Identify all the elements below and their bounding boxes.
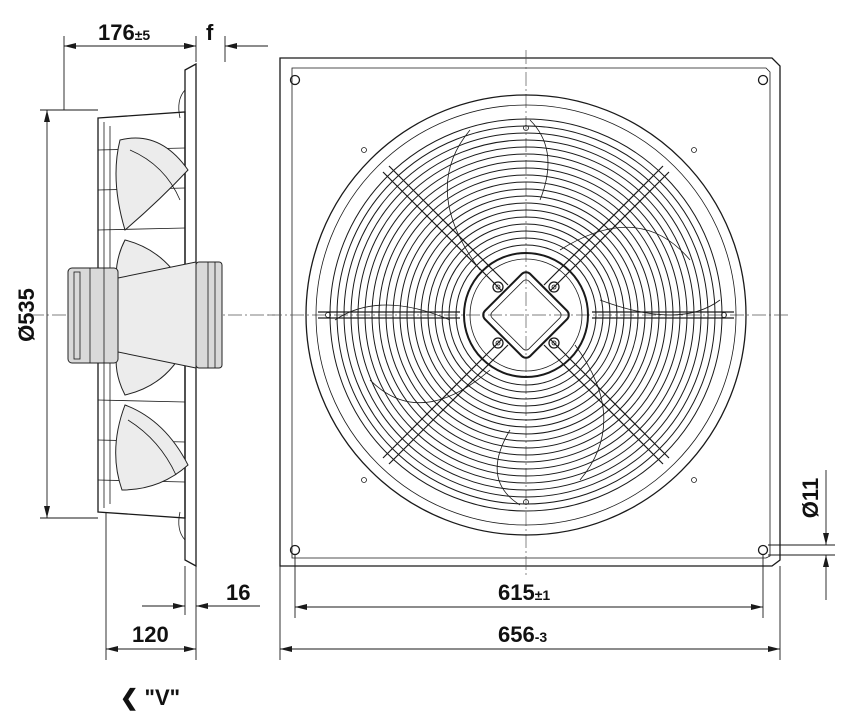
guard-ring [441, 230, 611, 400]
hole-diameter-label: Ø11 [798, 478, 823, 518]
dimension-lines [40, 36, 835, 660]
view-label: ❮ "V" [120, 685, 180, 711]
guard-ring [364, 153, 688, 477]
front-view [268, 50, 790, 578]
hub-bolts [492, 281, 560, 349]
plate-width-label: 656-3 [498, 622, 547, 647]
f-label: f [206, 20, 214, 45]
guard-ring [455, 244, 597, 386]
guard-ring [427, 216, 625, 414]
guard-ring [399, 188, 653, 442]
dimension-labels: 176±5 f Ø535 16 120 615±1 656-3 Ø11 ❮ "V… [14, 20, 823, 711]
hole-spacing-label: 615±1 [498, 580, 550, 605]
guard-ring [420, 209, 632, 421]
corner-holes [289, 74, 769, 556]
guard-ring [434, 223, 618, 407]
diameter-label: Ø535 [14, 288, 39, 342]
guard-ring [350, 139, 702, 491]
guard-ring [329, 118, 723, 512]
guard-ring [413, 202, 639, 428]
front-blades [334, 119, 721, 506]
motor-depth-label: 120 [132, 622, 169, 647]
guard-ring [336, 125, 716, 505]
flange-thickness-label: 16 [226, 580, 250, 605]
side-view [30, 62, 275, 568]
guard-ring [371, 160, 681, 470]
guard-ring [357, 146, 695, 484]
guard-ring [406, 195, 646, 435]
guard-ring [392, 181, 660, 449]
guard-ring [448, 237, 604, 393]
depth-label: 176±5 [98, 20, 150, 45]
terminal-box [482, 271, 570, 359]
